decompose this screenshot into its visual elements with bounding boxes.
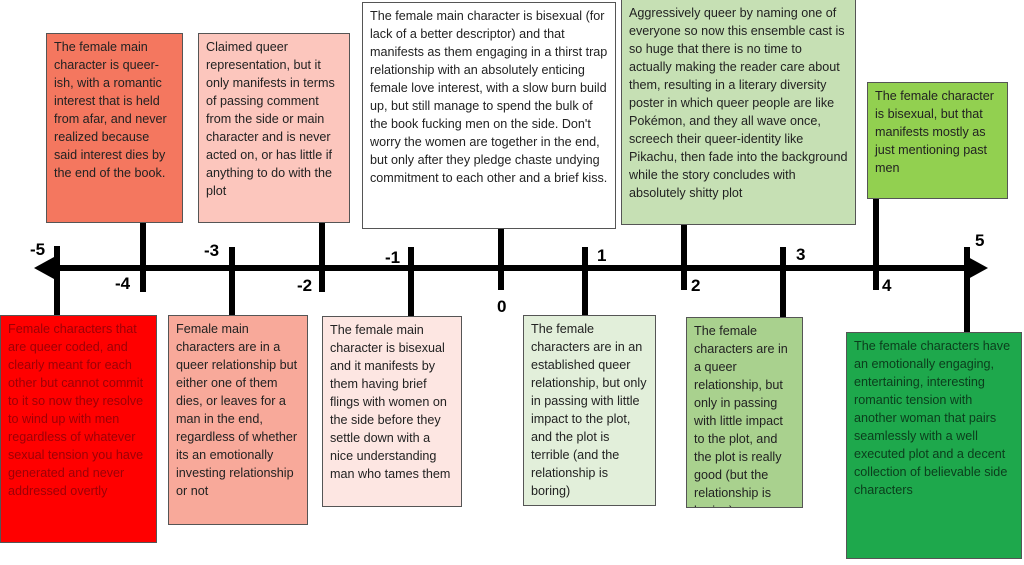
tick-plus5: [964, 247, 970, 333]
number-line-axis: [50, 265, 975, 271]
box-minus2: Claimed queer representation, but it onl…: [198, 33, 350, 223]
tick-minus5: [54, 246, 60, 316]
axis-label-minus5: -5: [30, 240, 46, 259]
axis-label-minus2: -2: [297, 276, 313, 295]
box-plus1: The female characters are in an establis…: [523, 315, 656, 506]
axis-label-plus1: 1: [597, 246, 607, 265]
box-minus1: The female main character is bisexual an…: [322, 316, 462, 507]
axis-label-plus5: 5: [975, 231, 985, 250]
box-minus3: Female main characters are in a queer re…: [168, 315, 308, 525]
tick-minus4: [140, 222, 146, 292]
box-plus2: Aggressively queer by naming one of ever…: [621, 0, 856, 225]
axis-label-minus3: -3: [204, 241, 220, 260]
box-plus4: The female character is bisexual, but th…: [867, 82, 1008, 199]
axis-arrow-right-icon: [968, 257, 988, 279]
tick-plus2: [681, 225, 687, 290]
box-plus5: The female characters have an emotionall…: [846, 332, 1022, 559]
axis-label-plus2: 2: [691, 276, 701, 295]
box-minus4: The female main character is queer-ish, …: [46, 33, 183, 223]
box-plus3: The female characters are in a queer rel…: [686, 317, 803, 508]
axis-label-plus4: 4: [882, 276, 892, 295]
axis-label-minus1: -1: [385, 248, 401, 267]
box-zero: The female main character is bisexual (f…: [362, 2, 616, 229]
axis-label-zero: 0: [497, 297, 507, 316]
tick-zero: [498, 228, 504, 290]
axis-arrow-left-icon: [34, 257, 54, 279]
axis-label-minus4: -4: [115, 274, 131, 293]
tick-plus1: [582, 247, 588, 316]
tick-minus2: [319, 222, 325, 292]
axis-label-plus3: 3: [796, 245, 806, 264]
tick-plus3: [780, 247, 786, 318]
tick-plus4: [873, 198, 879, 290]
tick-minus3: [229, 247, 235, 316]
tick-minus1: [408, 247, 414, 317]
box-minus5: Female characters that are queer coded, …: [0, 315, 157, 543]
